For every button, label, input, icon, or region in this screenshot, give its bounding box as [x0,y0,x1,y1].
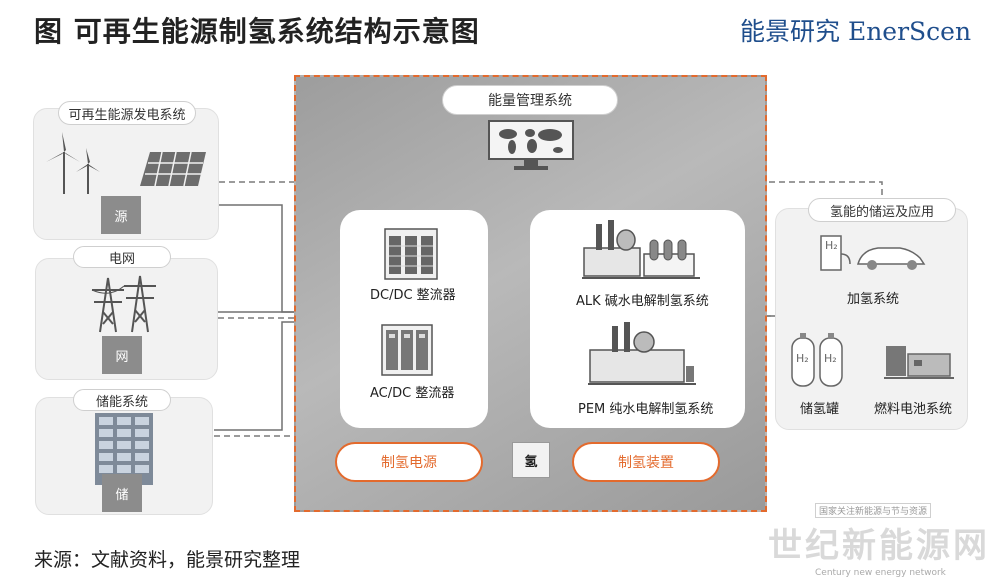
source-letter: 源 [101,196,141,234]
refuel-h2-text: H₂ [825,239,838,252]
watermark-english: Century new energy network [815,568,946,578]
wind-turbine-icon [46,132,100,194]
pem-electrolyzer-icon [588,322,696,385]
watermark-logo: 世纪新能源网 [768,526,990,566]
transmission-tower-icon [91,275,156,333]
brand-logo: 能景研究 EnerScen [740,17,972,46]
renewable-label: 可再生能源发电系统 [58,101,196,125]
hydrogen-application-label: 氢能的储运及应用 [808,198,956,222]
refuel-label: 加氢系统 [847,292,900,307]
source-note: 来源：文献资料，能景研究整理 [34,549,301,571]
storage-tank-icon [791,333,843,387]
hydrogen-badge: 氢 [512,442,550,478]
tank-h2-text-b: H₂ [824,352,837,365]
electrolyzer-box [530,210,745,428]
dcdc-rectifier-icon [384,228,438,280]
storage-letter: 储 [102,474,142,512]
battery-rack-icon [95,413,153,485]
fuel-cell-label: 燃料电池系统 [874,402,953,417]
alk-electrolyzer-icon [582,220,700,279]
watermark-tagline: 国家关注新能源与节与资源 [815,503,932,518]
solar-panel-icon [140,151,206,187]
tank-label: 储氢罐 [800,402,840,417]
monitor-icon [488,120,574,170]
power-supply-pill: 制氢电源 [335,442,483,482]
grid-letter: 网 [102,336,142,374]
acdc-rectifier-label: AC/DC 整流器 [370,386,455,401]
dcdc-rectifier-label: DC/DC 整流器 [370,288,456,303]
alk-label: ALK 碱水电解制氢系统 [576,294,709,309]
hydrogen-application-panel [775,208,968,430]
ems-label: 能量管理系统 [442,85,618,115]
fuel-cell-icon [884,346,954,379]
refueling-station-icon [820,235,926,271]
production-device-pill: 制氢装置 [572,442,720,482]
storage-label: 储能系统 [73,389,171,411]
tank-h2-text-a: H₂ [796,352,809,365]
page-title: 图 可再生能源制氢系统结构示意图 [34,15,480,48]
pem-label: PEM 纯水电解制氢系统 [578,402,714,417]
grid-label: 电网 [73,246,171,268]
acdc-rectifier-icon [381,324,433,376]
